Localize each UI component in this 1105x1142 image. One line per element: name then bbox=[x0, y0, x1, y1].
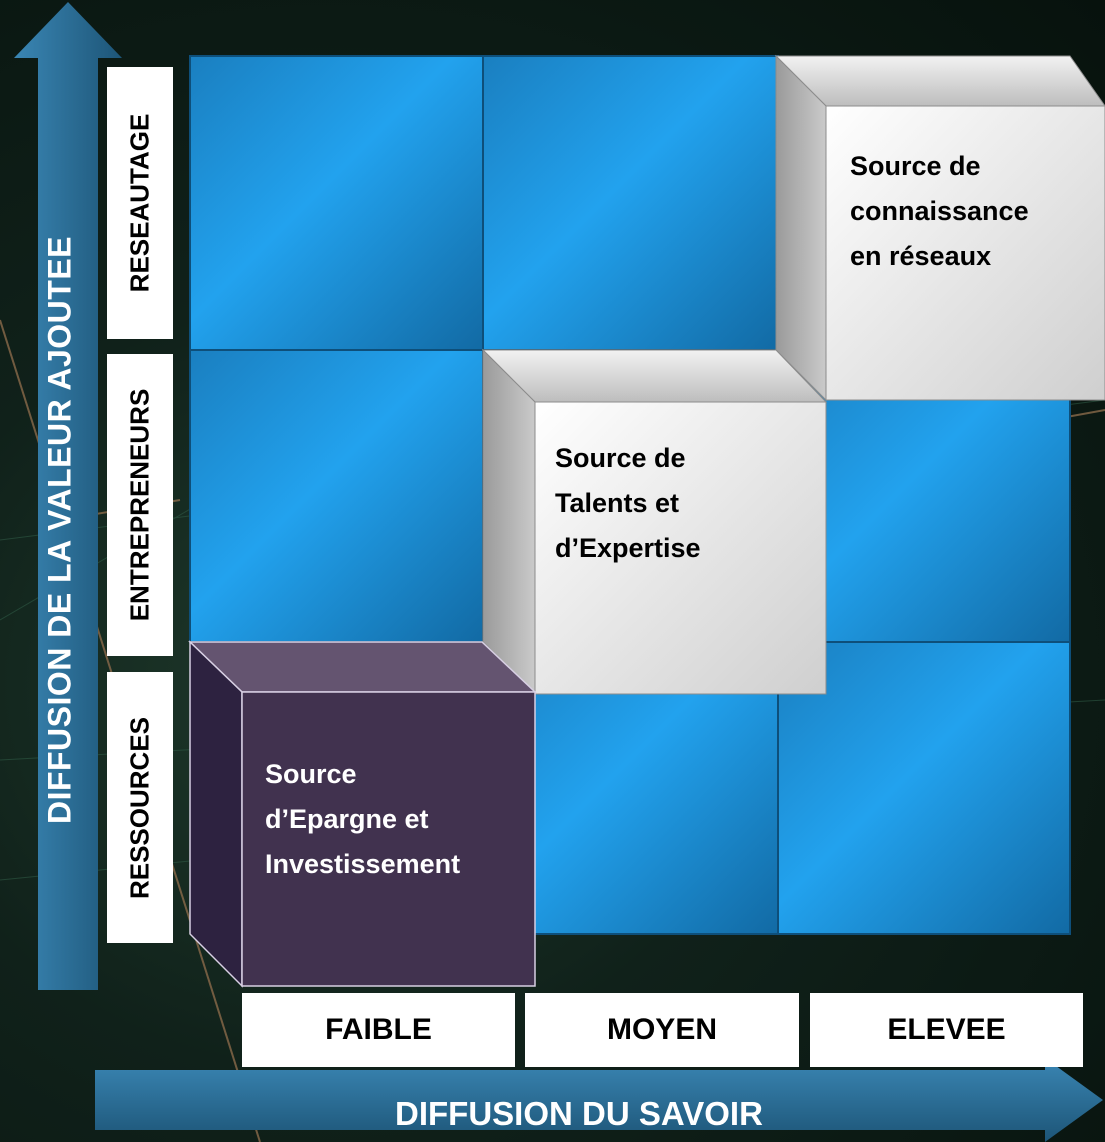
row-label-ressources: RESSOURCES bbox=[107, 672, 173, 943]
cube-talents-line-3: d’Expertise bbox=[555, 533, 701, 563]
row-label-reseautage: RESEAUTAGE bbox=[107, 67, 173, 339]
x-axis-label: DIFFUSION DU SAVOIR bbox=[395, 1095, 763, 1132]
cell-reseautage-moyen bbox=[482, 55, 779, 351]
col-label-moyen: MOYEN bbox=[525, 993, 799, 1067]
cube-connaissance bbox=[774, 54, 1105, 402]
cube-epargne bbox=[188, 640, 537, 988]
cell-entrepreneurs-faible bbox=[189, 349, 484, 643]
cube-label-connaissance: Source de connaissance en réseaux bbox=[850, 144, 1029, 279]
row-label-entrepreneurs: ENTREPRENEURS bbox=[107, 354, 173, 656]
cell-reseautage-faible bbox=[189, 55, 484, 351]
cube-label-talents: Source de Talents et d’Expertise bbox=[555, 436, 701, 571]
cube-talents-line-1: Source de bbox=[555, 443, 686, 473]
cube-label-epargne: Source d’Epargne et Investissement bbox=[265, 752, 460, 887]
cube-connaissance-line-2: connaissance bbox=[850, 196, 1029, 226]
cube-talents bbox=[481, 348, 828, 696]
cube-epargne-line-1: Source bbox=[265, 759, 357, 789]
cell-ressources-elevee bbox=[777, 641, 1071, 935]
col-label-elevee: ELEVEE bbox=[810, 993, 1083, 1067]
x-axis-arrow bbox=[95, 1058, 1103, 1142]
cube-connaissance-line-1: Source de bbox=[850, 151, 981, 181]
cube-epargne-line-3: Investissement bbox=[265, 849, 461, 879]
cube-talents-line-2: Talents et bbox=[555, 488, 680, 518]
cube-connaissance-line-3: en réseaux bbox=[850, 241, 992, 271]
cube-epargne-line-2: d’Epargne et bbox=[265, 804, 429, 834]
y-axis-arrow bbox=[14, 2, 122, 990]
col-label-faible: FAIBLE bbox=[242, 993, 515, 1067]
